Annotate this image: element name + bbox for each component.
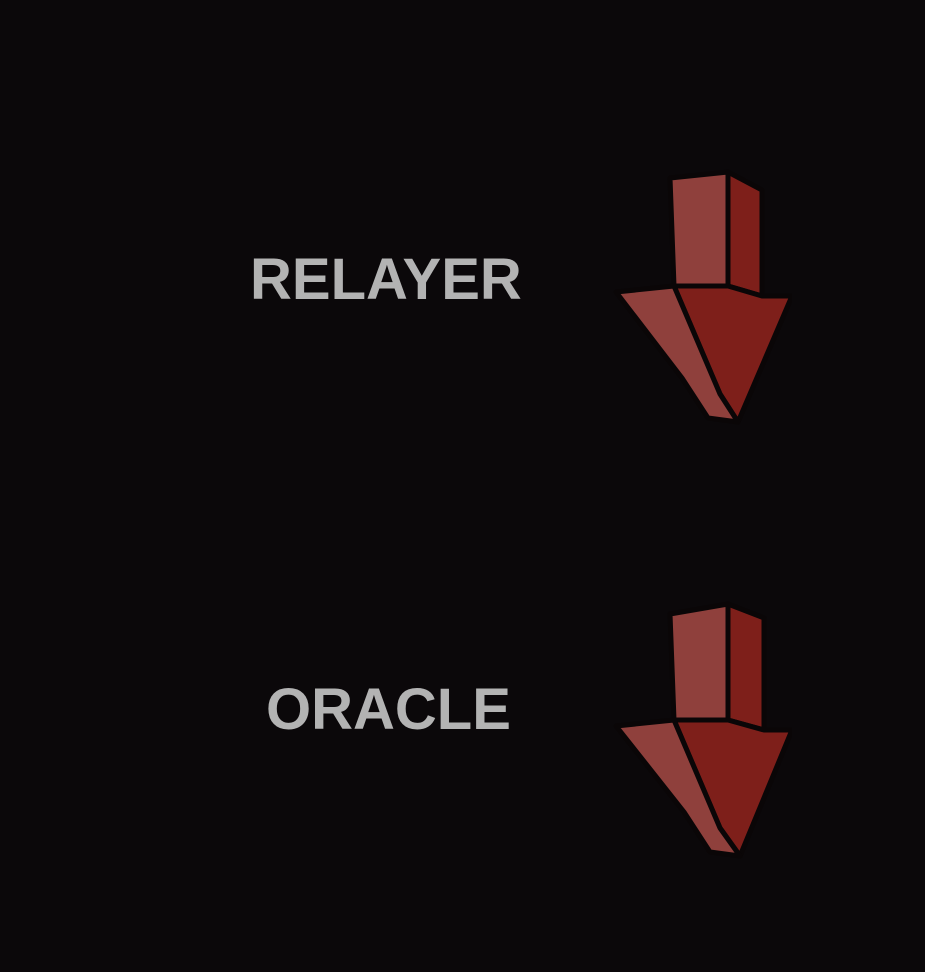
relayer-label: RELAYER	[250, 247, 522, 312]
down-arrow-icon	[613, 601, 792, 859]
down-arrow-icon	[613, 169, 792, 425]
oracle-label: ORACLE	[266, 677, 511, 742]
